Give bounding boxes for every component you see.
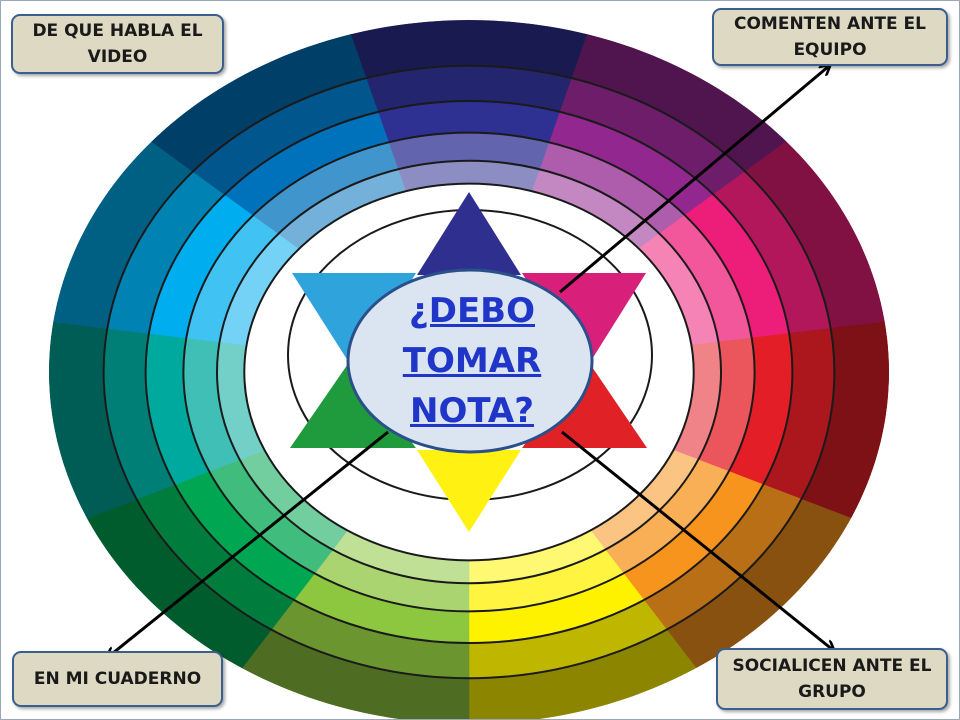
center-question-link[interactable]: ¿DEBO TOMAR NOTA? xyxy=(402,291,542,431)
wheel-ring-lines xyxy=(102,64,836,680)
box-socialicen-ante-el-grupo: SOCIALICEN ANTE EL GRUPO xyxy=(716,648,948,710)
color-wheel xyxy=(49,20,889,720)
box-en-mi-cuaderno: EN MI CUADERNO xyxy=(12,651,223,707)
star-bottom-yellow xyxy=(417,450,521,532)
box-de-que-habla-label: DE QUE HABLA EL VIDEO xyxy=(32,21,203,67)
wheel-ring-outline xyxy=(144,99,794,645)
wheel-ring-outline xyxy=(182,131,756,613)
wheel-ring-outline xyxy=(102,64,836,680)
star-top-blue xyxy=(417,192,521,275)
box-comenten-label: COMENTEN ANTE EL EQUIPO xyxy=(734,14,926,60)
box-de-que-habla-el-video: DE QUE HABLA EL VIDEO xyxy=(11,14,224,74)
wheel-ring-outline xyxy=(243,182,695,562)
arrows xyxy=(108,66,833,657)
arrow-to-comenten xyxy=(559,66,829,294)
wheel-ring-outline xyxy=(216,159,722,585)
center-oval xyxy=(346,268,594,454)
box-socialicen-label: SOCIALICEN ANTE EL GRUPO xyxy=(732,656,932,702)
arrow-to-cuaderno xyxy=(108,430,389,657)
arrow-to-socialicen xyxy=(561,430,833,650)
box-cuaderno-label: EN MI CUADERNO xyxy=(33,669,202,689)
box-comenten-ante-el-equipo: COMENTEN ANTE EL EQUIPO xyxy=(712,8,948,66)
